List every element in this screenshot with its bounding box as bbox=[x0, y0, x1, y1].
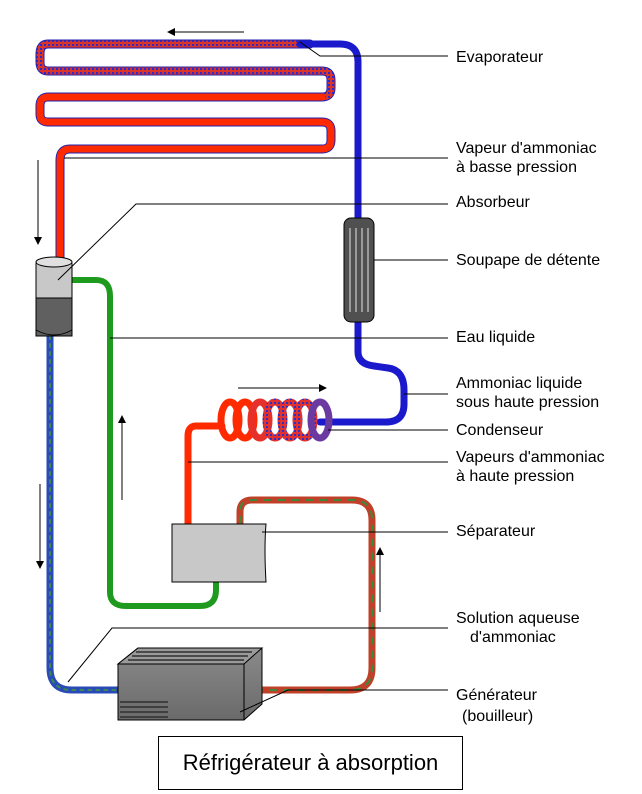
label-separateur: Séparateur bbox=[456, 523, 536, 540]
condenser-coil bbox=[217, 398, 333, 442]
caption-box: Réfrigérateur à absorption bbox=[158, 736, 463, 790]
liquid-ammonia-pipe-bottom bbox=[316, 314, 408, 426]
label-solution-2: d'ammoniac bbox=[470, 629, 556, 646]
solution-pipe-left-overlay bbox=[49, 335, 119, 691]
label-vapeurs-haute-2: à haute pression bbox=[456, 468, 575, 485]
label-evaporateur: Evaporateur bbox=[456, 49, 544, 66]
label-condenseur: Condenseur bbox=[456, 422, 544, 439]
label-generateur-1: Générateur bbox=[456, 687, 537, 704]
diagram-title: Réfrigérateur à absorption bbox=[182, 750, 439, 775]
generator bbox=[116, 647, 264, 721]
absorber bbox=[35, 256, 73, 337]
expansion-valve bbox=[343, 217, 375, 323]
label-soupape: Soupape de détente bbox=[456, 252, 601, 269]
label-vapeur-basse-1: Vapeur d'ammoniac bbox=[456, 140, 597, 157]
label-solution-1: Solution aqueuse bbox=[456, 610, 580, 627]
leader-absorbeur bbox=[57, 203, 448, 281]
high-pressure-vapour-pipe bbox=[184, 422, 226, 528]
water-pipe bbox=[61, 277, 219, 609]
separator bbox=[171, 523, 267, 583]
label-ammoniac-liquide-2: sous haute pression bbox=[456, 394, 600, 411]
label-absorbeur: Absorbeur bbox=[456, 194, 530, 211]
evaporator-pipe bbox=[35, 39, 336, 267]
label-vapeur-basse-2: à basse pression bbox=[456, 159, 577, 176]
leader-solution bbox=[67, 627, 448, 683]
leader-evaporateur bbox=[299, 41, 448, 57]
leader-generateur bbox=[239, 689, 448, 713]
label-ammoniac-liquide-1: Ammoniac liquide bbox=[456, 375, 583, 392]
liquid-ammonia-pipe-top bbox=[296, 40, 362, 226]
low-pressure-vapour-pipe bbox=[36, 93, 335, 266]
label-generateur-2: (bouilleur) bbox=[462, 708, 534, 725]
label-eau-liquide: Eau liquide bbox=[456, 329, 536, 346]
generator-to-separator-overlay bbox=[239, 499, 373, 691]
label-vapeurs-haute-1: Vapeurs d'ammoniac bbox=[456, 449, 605, 466]
